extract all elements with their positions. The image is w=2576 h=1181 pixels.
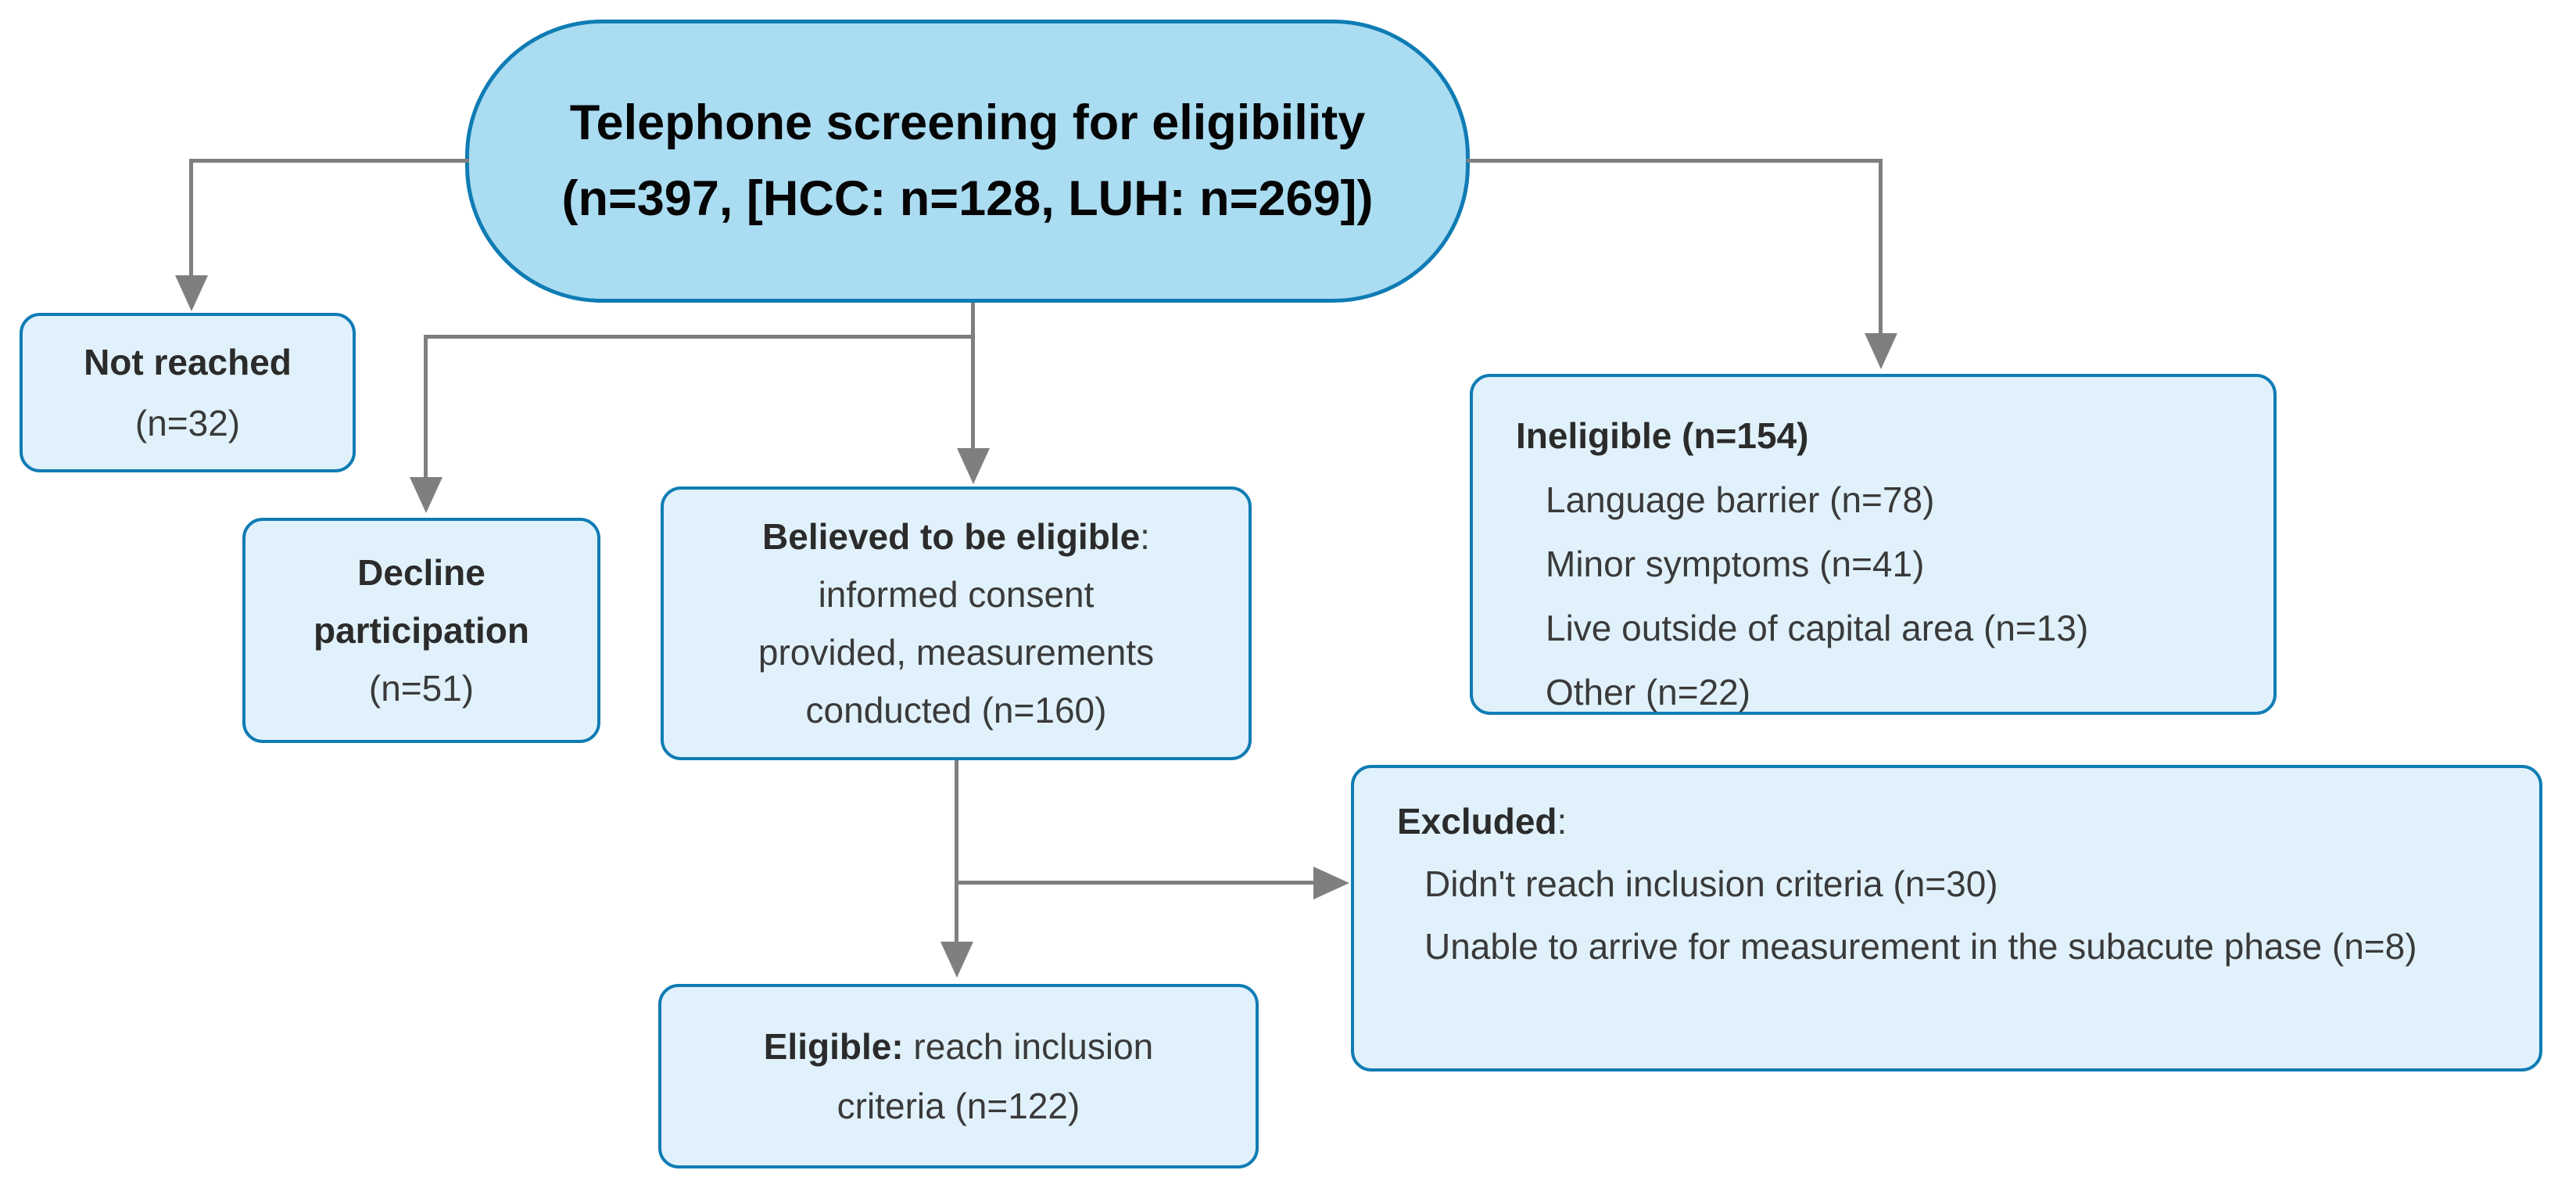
arrow-down-icon [175,275,208,311]
ineligible-item-2: Minor symptoms (n=41) [1546,544,1925,584]
believed-line-1: informed consent [818,574,1095,615]
excluded-title: Excluded [1397,801,1557,842]
eligible-line-1-rest: reach inclusion [903,1026,1154,1067]
arrow-down-icon [940,942,973,978]
excluded-item-2: Unable to arrive for measurement in the … [1424,926,2417,967]
connector-screening-to-not-reached-vertical [189,159,193,276]
eligible-line-2: criteria (n=122) [837,1086,1080,1126]
connector-screening-to-ineligible-horizontal [1467,159,1883,163]
eligible-lead: Eligible: [763,1026,904,1067]
believed-lead-line: Believed to be eligible: [762,508,1150,565]
connector-screening-to-not-reached-horizontal [189,159,469,163]
telephone-screening-text: Telephone screening for eligibility (n=3… [561,95,1374,226]
believed-lead-suffix: : [1140,516,1150,557]
decline-title: Decline participation [313,552,530,651]
eligible-line-1: Eligible: reach inclusion [764,1017,1154,1076]
excluded-title-line: Excluded: [1397,790,2422,853]
connector-believed-to-excluded-horizontal [955,881,1315,885]
excluded-item-1: Didn't reach inclusion criteria (n=30) [1424,863,1998,904]
node-not-reached: Not reached (n=32) [20,313,356,472]
ineligible-title: Ineligible (n=154) [1516,415,1809,456]
believed-line-2: provided, measurements [758,632,1155,673]
ineligible-item-4: Other (n=22) [1546,672,1751,713]
node-eligible: Eligible: reach inclusion criteria (n=12… [658,984,1259,1168]
connector-screening-to-believed-vertical [971,303,975,450]
not-reached-count: (n=32) [134,403,241,443]
connector-screening-to-ineligible-vertical [1879,159,1883,335]
believed-lead: Believed to be eligible [762,516,1141,557]
node-telephone-screening: Telephone screening for eligibility (n=3… [465,20,1470,303]
ineligible-item-3: Live outside of capital area (n=13) [1546,608,2089,648]
node-excluded: Excluded: Didn't reach inclusion criteri… [1351,765,2542,1072]
node-ineligible: Ineligible (n=154) Language barrier (n=7… [1470,374,2277,715]
arrow-down-icon [957,448,990,484]
arrow-down-icon [410,477,442,513]
node-believed-eligible: Believed to be eligible: informed consen… [661,486,1252,760]
excluded-title-suffix: : [1557,801,1567,842]
node-decline-participation: Decline participation (n=51) [242,518,600,743]
connector-screening-to-decline-vertical [424,335,428,479]
arrow-right-icon [1313,867,1349,899]
decline-count: (n=51) [368,668,475,709]
ineligible-item-1: Language barrier (n=78) [1546,479,1935,520]
connector-screening-to-decline-horizontal [424,335,975,339]
not-reached-title: Not reached [84,342,292,382]
arrow-down-icon [1865,333,1897,369]
believed-line-3: conducted (n=160) [805,690,1107,730]
connector-believed-to-eligible-vertical [955,760,958,943]
